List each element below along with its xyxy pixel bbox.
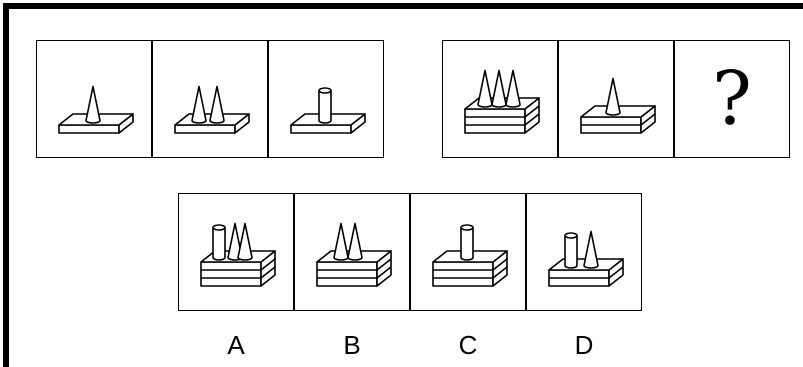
option-b-figure	[316, 222, 392, 287]
figure-3-cones-on-triple-slab	[464, 69, 540, 134]
option-a-cell[interactable]	[178, 193, 294, 311]
option-c-figure	[432, 224, 508, 287]
option-c-label: C	[458, 330, 478, 360]
group1-cell-2	[152, 40, 268, 158]
group2-cell-2	[558, 40, 674, 158]
group1-cell-1	[36, 40, 152, 158]
figure-cylinder-on-slab	[290, 87, 366, 134]
option-b-cell[interactable]	[294, 193, 410, 311]
option-a-figure	[200, 222, 276, 287]
group2-question-cell: ?	[674, 40, 790, 158]
figure-cone-on-double-slab	[580, 77, 656, 134]
figure-1-cone-on-slab	[58, 85, 134, 134]
option-a-label: A	[227, 330, 245, 360]
option-c-cell[interactable]	[410, 193, 526, 311]
group1-cell-3	[268, 40, 384, 158]
option-b-label: B	[343, 330, 361, 360]
option-d-figure	[548, 230, 624, 287]
question-mark: ?	[712, 56, 752, 142]
figure-2-cones-on-slab	[174, 85, 250, 134]
option-d-cell[interactable]	[526, 193, 642, 311]
option-d-label: D	[574, 330, 594, 360]
group2-cell-1	[442, 40, 558, 158]
